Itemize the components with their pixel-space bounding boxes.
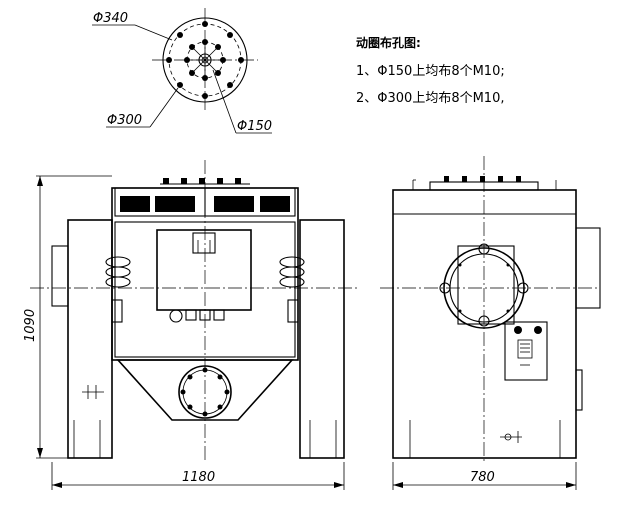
notes-line-2: 2、Φ300上均布8个M10, (356, 91, 504, 106)
outer-ring-circle (162, 17, 248, 103)
notes-line-1: 1、Φ150上均布8个M10; (356, 64, 505, 79)
dia-inner-label: Φ150 (237, 119, 272, 134)
dia-outer-label: Φ340 (93, 11, 128, 26)
front-height-label: 1090 (23, 309, 38, 342)
side-width-label: 780 (470, 470, 495, 485)
hole-pattern-diagram: Φ340 Φ300 Φ150 (92, 8, 272, 134)
front-view: 1090 1180 (23, 160, 360, 490)
side-view: 780 (380, 156, 601, 490)
front-width-label: 1180 (182, 470, 215, 485)
notes-title: 动圈布孔图: (356, 35, 421, 50)
dia-middle-label: Φ300 (107, 113, 142, 128)
notes-block: 动圈布孔图: 1、Φ150上均布8个M10; 2、Φ300上均布8个M10, (356, 35, 505, 106)
